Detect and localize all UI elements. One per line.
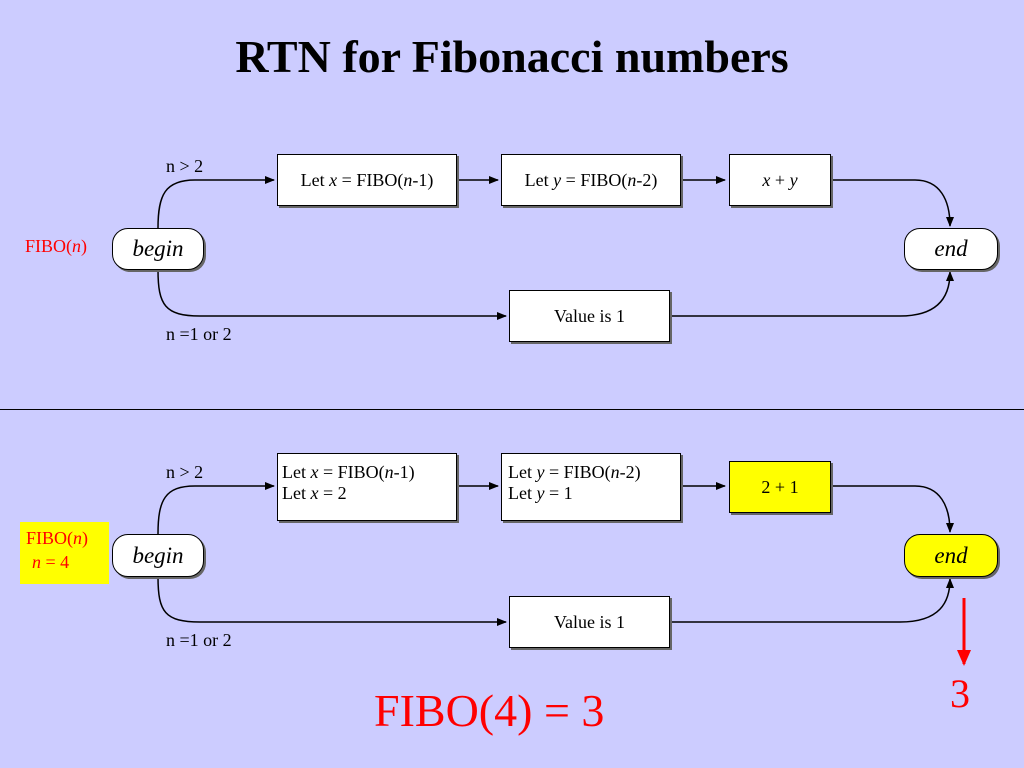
arrow-begin-to-let-x-2: [157, 482, 275, 535]
arrow-value-to-end: [670, 271, 954, 317]
end-node: end: [904, 228, 998, 270]
arrow-begin-to-let-x: [157, 176, 275, 229]
condition-n-1-or-2-2: n =1 or 2: [166, 630, 232, 650]
let-y-box: Let y = FIBO(n-2): [501, 154, 681, 206]
let-x-box-2: Let x = FIBO(n-1) Let x = 2: [277, 453, 457, 521]
fibo-input-label-highlighted: FIBO(n) n = 4: [20, 522, 109, 584]
sum-box: x + y: [729, 154, 831, 206]
value-is-1-box: Value is 1: [509, 290, 670, 342]
begin-node: begin: [112, 228, 204, 270]
value-is-1-box-2: Value is 1: [509, 596, 670, 648]
result-equation: FIBO(4) = 3: [374, 685, 605, 736]
begin-node-2: begin: [112, 534, 204, 577]
condition-n-1-or-2: n =1 or 2: [166, 324, 232, 344]
arrow-begin-to-value-2: [157, 576, 507, 626]
sum-box-highlighted: 2 + 1: [729, 461, 831, 513]
arrow-begin-to-value: [157, 269, 507, 320]
arrow-value-to-end-2: [670, 578, 954, 623]
let-x-box: Let x = FIBO(n-1): [277, 154, 457, 206]
section-divider: [0, 409, 1024, 410]
fibo-input-label: FIBO(n): [25, 236, 88, 256]
condition-n-greater-2-2: n > 2: [166, 462, 204, 482]
arrow-sum-to-end: [831, 179, 954, 227]
result-value: 3: [950, 671, 970, 716]
condition-n-greater-2: n > 2: [166, 156, 204, 176]
page-title: RTN for Fibonacci numbers: [235, 31, 789, 82]
end-node-2-highlighted: end: [904, 534, 998, 577]
let-y-box-2: Let y = FIBO(n-2) Let y = 1: [501, 453, 681, 521]
arrow-sum-to-end-2: [831, 485, 954, 533]
